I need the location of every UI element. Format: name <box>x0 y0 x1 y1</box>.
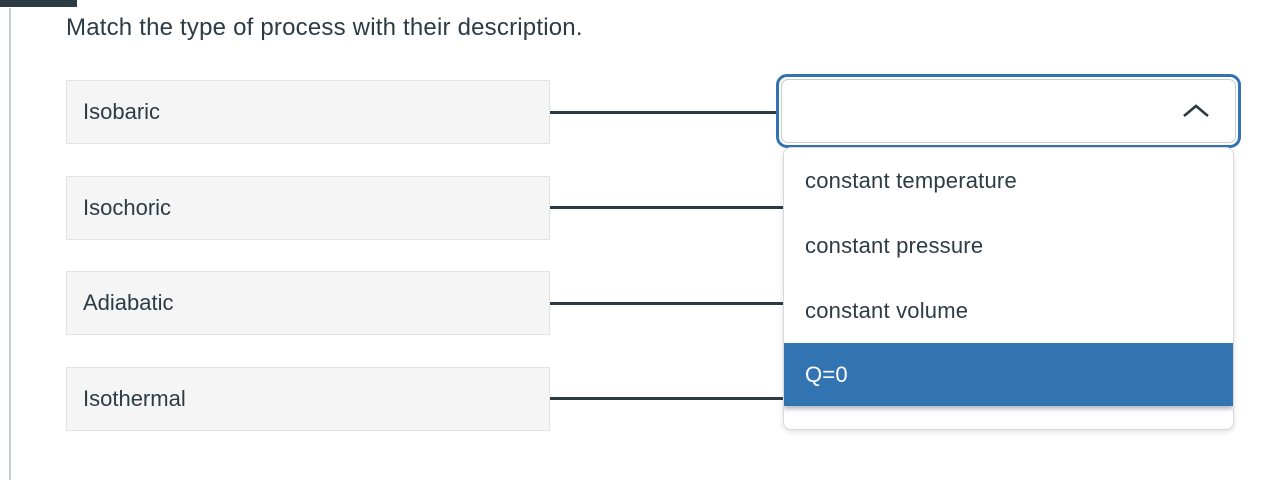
option-constant-volume[interactable]: constant volume <box>805 298 969 323</box>
option-constant-temperature[interactable]: constant temperature <box>805 168 1017 193</box>
left-border-rule <box>9 8 11 480</box>
option-q-equals-0[interactable]: Q=0 <box>784 343 1233 406</box>
top-left-dark-bar <box>0 0 77 7</box>
connector-line-isothermal <box>550 397 786 400</box>
connector-line-isochoric <box>550 206 786 209</box>
answer-dropdown-field[interactable] <box>781 79 1236 143</box>
option-constant-pressure[interactable]: constant pressure <box>805 233 984 258</box>
term-box-isobaric: Isobaric <box>66 80 550 144</box>
dropdown-menu: constant temperature constant pressure c… <box>783 147 1234 430</box>
chevron-up-icon <box>1181 103 1211 119</box>
term-box-isochoric: Isochoric <box>66 176 550 240</box>
connector-line-adiabatic <box>550 302 786 305</box>
term-label: Adiabatic <box>83 290 174 315</box>
term-box-isothermal: Isothermal <box>66 367 550 431</box>
term-label: Isochoric <box>83 195 172 220</box>
connector-line-isobaric <box>550 111 777 114</box>
term-label: Isobaric <box>83 99 161 124</box>
question-title: Match the type of process with their des… <box>66 14 583 41</box>
term-box-adiabatic: Adiabatic <box>66 271 550 335</box>
answer-dropdown[interactable] <box>776 74 1241 148</box>
term-label: Isothermal <box>83 386 186 411</box>
